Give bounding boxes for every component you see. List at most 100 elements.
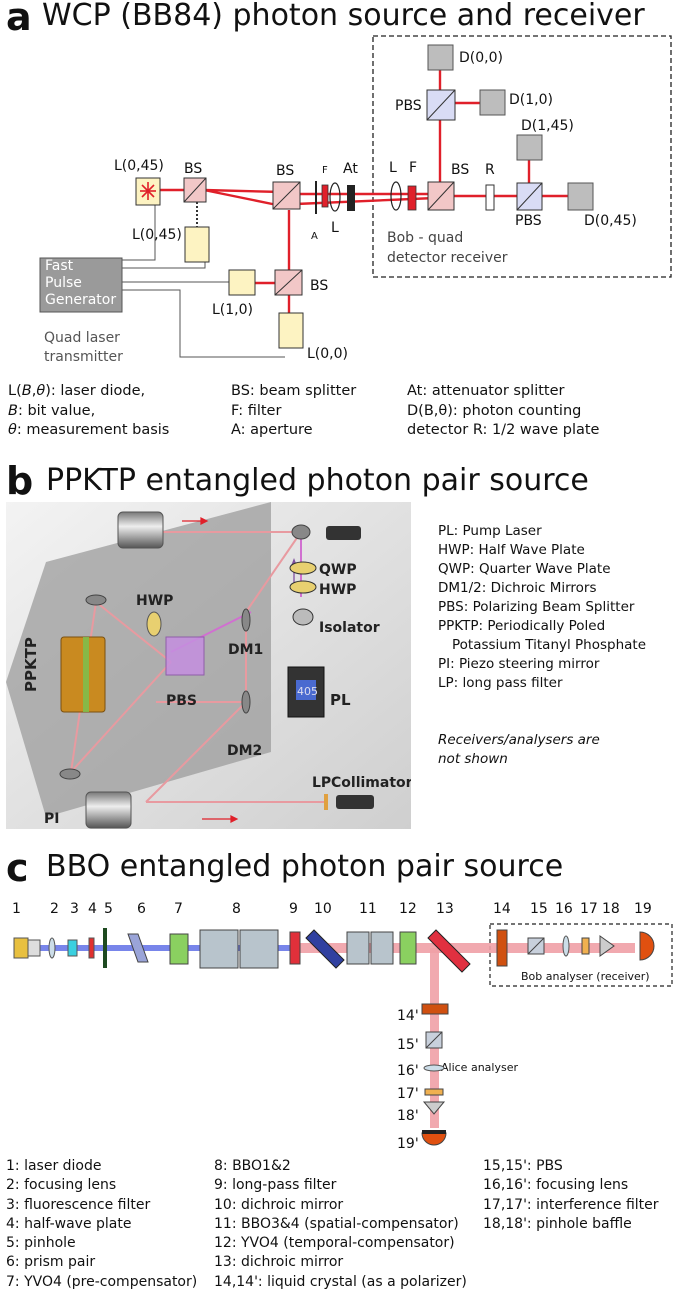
lp-filter — [324, 794, 328, 810]
liquid-crystal-alice — [421, 1003, 449, 1015]
panel-c-legend-col1: 1: laser diode 2: focusing lens 3: fluor… — [6, 1158, 198, 1290]
detector-label: D(0,45) — [584, 213, 637, 229]
svg-text:18': 18' — [397, 1108, 419, 1124]
svg-text:17: 17 — [580, 901, 598, 917]
focusing-lens-bob — [562, 935, 570, 957]
isolator — [292, 608, 314, 626]
lens-element — [390, 181, 402, 211]
pl-label: PL — [330, 691, 351, 709]
panel-a-legend-col1: L(B,θ): laser diode, B: bit value, θ: me… — [8, 383, 170, 438]
panel-c-legend-col2: 8: BBO1&2 9: long-pass filter 10: dichro… — [214, 1158, 467, 1290]
collimator-top — [326, 526, 361, 540]
detector-label: D(1,0) — [509, 92, 553, 108]
source-label: L(0,45) — [114, 158, 164, 174]
svg-text:15: 15 — [530, 901, 548, 917]
generator-label: Pulse — [45, 275, 82, 291]
source-label: L(1,0) — [212, 302, 253, 318]
focusing-lens — [48, 937, 56, 959]
source-label: L(0,45) — [132, 227, 182, 243]
dm1-label: DM1 — [228, 642, 263, 658]
dichroic-mirror-10 — [305, 929, 345, 969]
detector-box — [427, 44, 454, 71]
pbs-label: PBS — [166, 693, 197, 709]
bob-analyser-box — [489, 923, 673, 987]
laser-emission-star — [140, 182, 156, 200]
pump-beam — [30, 945, 300, 951]
generator-label: Generator — [45, 292, 117, 308]
svg-text:11: 11 — [359, 901, 377, 917]
detector-box — [567, 182, 594, 211]
component-numbers: 1 2 3 4 5 6 7 8 9 10 11 12 13 14 15 16 1… — [12, 901, 652, 1152]
lp-label: LP — [312, 775, 331, 791]
svg-text:14: 14 — [493, 901, 511, 917]
svg-text:10: 10 — [314, 901, 332, 917]
long-pass-filter — [289, 931, 301, 965]
panel-c-title: BBO entangled photon pair source — [46, 849, 564, 884]
focusing-lens-alice — [423, 1064, 445, 1072]
ppktp-platform — [6, 502, 271, 817]
prism-pair — [127, 933, 149, 963]
bbo4 — [370, 931, 394, 965]
dichroic-mirror-13 — [427, 929, 471, 973]
panel-b-note: Receivers/analysers are not shown — [438, 732, 600, 767]
panel-a-legend-col3: At: attenuator splitter D(B,θ): photon c… — [407, 383, 600, 438]
detector-label: D(1,45) — [521, 118, 574, 134]
qwp-plate — [289, 561, 317, 575]
yvo4-temporal — [399, 931, 417, 965]
attenuator-element — [347, 185, 355, 211]
detector-label: D(0,0) — [459, 50, 503, 66]
waveplate-label: R — [485, 162, 495, 178]
yvo4-pre — [169, 933, 189, 965]
svg-text:17': 17' — [397, 1086, 419, 1102]
bs-label: BS — [451, 162, 470, 178]
pbs-cube — [165, 636, 205, 676]
svg-text:2: 2 — [50, 901, 59, 917]
liquid-crystal — [496, 929, 508, 967]
filter-label: F — [322, 165, 328, 176]
interference-filter-alice — [424, 1088, 444, 1096]
bs-label: BS — [310, 278, 329, 294]
lens-label: L — [331, 220, 339, 236]
detector-box — [516, 134, 543, 161]
svg-text:5: 5 — [104, 901, 113, 917]
svg-text:8: 8 — [232, 901, 241, 917]
detector-alice — [421, 1132, 447, 1146]
dichroic-mirror — [241, 690, 251, 714]
laser-diode — [13, 937, 29, 959]
pinhole-baffle-alice — [422, 1101, 446, 1115]
detector-box — [479, 89, 506, 116]
hwp-label: HWP — [136, 593, 173, 609]
bbo3 — [346, 931, 370, 965]
pump-laser-display — [296, 680, 316, 700]
fluorescence-filter — [67, 939, 78, 957]
panel-b-legend: PL: Pump Laser HWP: Half Wave Plate QWP:… — [438, 523, 647, 691]
panel-c-legend-col3: 15,15': PBS 16,16': focusing lens 17,17'… — [483, 1158, 659, 1232]
dichroic-mirror — [241, 608, 251, 632]
bob-analyser-label: Bob analyser (receiver) — [521, 970, 650, 983]
svg-text:15': 15' — [397, 1037, 419, 1053]
mirror — [59, 768, 81, 780]
interference-filter-bob — [581, 937, 590, 955]
pulse-generator-box — [39, 257, 123, 313]
coupling-lens-top — [117, 511, 164, 549]
filter-element — [407, 185, 417, 211]
waveplate-element — [485, 184, 495, 211]
panel-b-letter: b — [6, 459, 34, 503]
svg-text:7: 7 — [174, 901, 183, 917]
half-wave-plate — [88, 937, 95, 959]
laser-beams — [160, 70, 568, 313]
panel-c-diagram: 1 2 3 4 5 6 7 8 9 10 11 12 13 14 15 16 1… — [12, 901, 673, 1152]
alice-analyser-label: Alice analyser — [441, 1061, 518, 1074]
bs-label: BS — [184, 161, 203, 177]
svg-text:19: 19 — [634, 901, 652, 917]
bbo1 — [199, 929, 239, 969]
svg-text:18: 18 — [602, 901, 620, 917]
svg-text:19': 19' — [397, 1136, 419, 1152]
laser-source-box — [184, 226, 210, 263]
pinhole-baffle-bob — [599, 935, 615, 957]
mirror — [291, 524, 311, 540]
panel-c-letter: c — [6, 846, 29, 890]
svg-text:1: 1 — [12, 901, 21, 917]
panel-b-title: PPKTP entangled photon pair source — [46, 463, 589, 498]
svg-text:6: 6 — [137, 901, 146, 917]
